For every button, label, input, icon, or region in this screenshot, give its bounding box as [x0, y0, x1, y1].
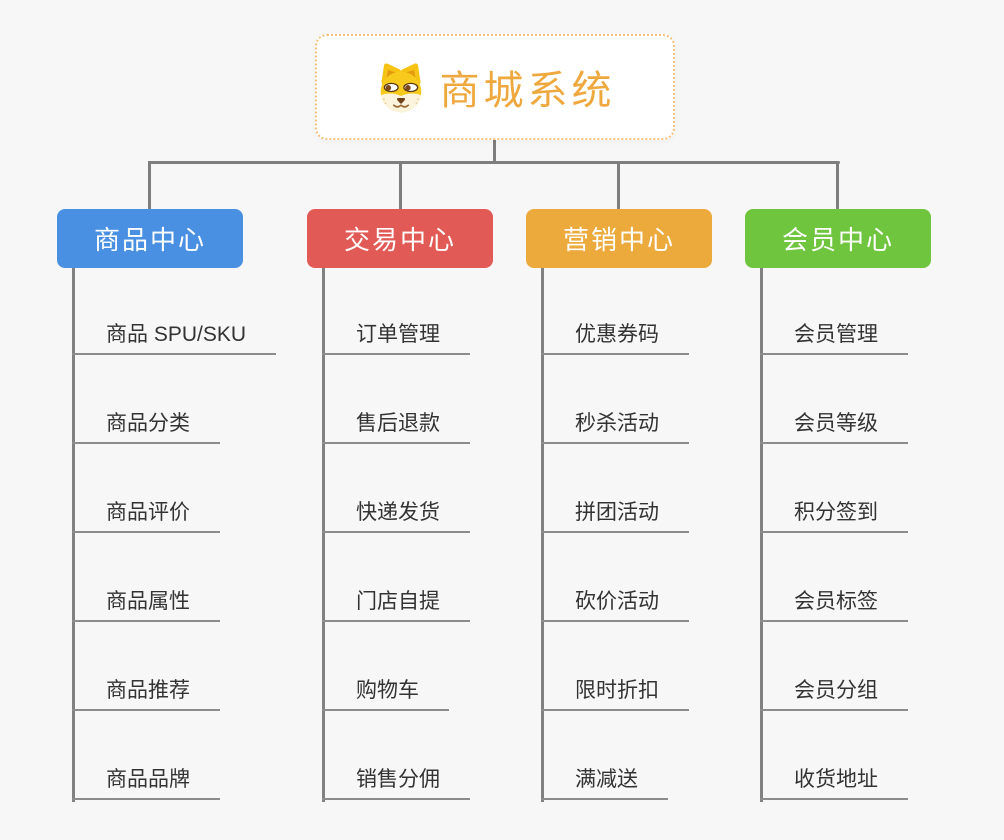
leaf-label: 商品属性 — [106, 589, 190, 613]
branch-marketing-center[interactable]: 营销中心 — [526, 209, 712, 268]
branch-member-center[interactable]: 会员中心 — [745, 209, 931, 268]
leaf-label: 订单管理 — [356, 322, 440, 346]
dog-face-icon — [375, 61, 427, 113]
leaf-label: 售后退款 — [356, 411, 440, 435]
connector-drop-product — [148, 161, 151, 210]
connector-drop-trade — [399, 161, 402, 210]
connector-drop-member — [836, 161, 839, 210]
leaf-node[interactable]: 销售分佣 — [322, 760, 470, 800]
leaf-label: 销售分佣 — [356, 767, 440, 791]
branch-trade-center[interactable]: 交易中心 — [307, 209, 493, 268]
leaf-node[interactable]: 购物车 — [322, 671, 449, 711]
branch-children-line — [322, 268, 325, 802]
leaf-label: 会员标签 — [794, 589, 878, 613]
leaf-node[interactable]: 会员管理 — [760, 315, 908, 355]
leaf-node[interactable]: 优惠券码 — [541, 315, 689, 355]
leaf-label: 会员管理 — [794, 322, 878, 346]
leaf-label: 购物车 — [356, 678, 419, 702]
leaf-node[interactable]: 商品分类 — [72, 404, 220, 444]
leaf-label: 满减送 — [575, 767, 638, 791]
leaf-node[interactable]: 秒杀活动 — [541, 404, 689, 444]
leaf-node[interactable]: 满减送 — [541, 760, 668, 800]
leaf-label: 秒杀活动 — [575, 411, 659, 435]
leaf-label: 快递发货 — [356, 500, 440, 524]
leaf-node[interactable]: 会员标签 — [760, 582, 908, 622]
leaf-node[interactable]: 商品品牌 — [72, 760, 220, 800]
leaf-node[interactable]: 砍价活动 — [541, 582, 689, 622]
root-title: 商城系统 — [439, 69, 616, 113]
leaf-node[interactable]: 商品评价 — [72, 493, 220, 533]
branch-product-center[interactable]: 商品中心 — [57, 209, 243, 268]
branch-children-line — [760, 268, 763, 802]
leaf-label: 门店自提 — [356, 589, 440, 613]
branch-label: 营销中心 — [562, 225, 675, 255]
leaf-node[interactable]: 商品推荐 — [72, 671, 220, 711]
leaf-label: 商品 SPU/SKU — [106, 322, 247, 346]
connector-horizontal — [148, 161, 840, 164]
branch-label: 会员中心 — [781, 225, 894, 255]
leaf-node[interactable]: 商品 SPU/SKU — [72, 315, 277, 355]
leaf-node[interactable]: 订单管理 — [322, 315, 470, 355]
leaf-node[interactable]: 限时折扣 — [541, 671, 689, 711]
leaf-label: 会员等级 — [794, 411, 878, 435]
connector-drop-marketing — [617, 161, 620, 210]
root-node[interactable]: 商城系统 — [315, 34, 675, 140]
leaf-node[interactable]: 拼团活动 — [541, 493, 689, 533]
leaf-node[interactable]: 快递发货 — [322, 493, 470, 533]
leaf-node[interactable]: 商品属性 — [72, 582, 220, 622]
leaf-label: 收货地址 — [794, 767, 878, 791]
leaf-label: 商品品牌 — [106, 767, 190, 791]
leaf-label: 限时折扣 — [575, 678, 659, 702]
leaf-node[interactable]: 积分签到 — [760, 493, 908, 533]
leaf-label: 积分签到 — [794, 500, 878, 524]
leaf-node[interactable]: 会员分组 — [760, 671, 908, 711]
branch-label: 商品中心 — [93, 225, 206, 255]
leaf-label: 商品推荐 — [106, 678, 190, 702]
leaf-label: 拼团活动 — [575, 500, 659, 524]
leaf-label: 优惠券码 — [575, 322, 659, 346]
leaf-node[interactable]: 门店自提 — [322, 582, 470, 622]
leaf-label: 会员分组 — [794, 678, 878, 702]
leaf-node[interactable]: 售后退款 — [322, 404, 470, 444]
connector-root-stub — [493, 140, 496, 163]
leaf-node[interactable]: 会员等级 — [760, 404, 908, 444]
leaf-label: 商品分类 — [106, 411, 190, 435]
leaf-label: 砍价活动 — [575, 589, 659, 613]
branch-label: 交易中心 — [343, 225, 456, 255]
leaf-label: 商品评价 — [106, 500, 190, 524]
branch-children-line — [541, 268, 544, 802]
leaf-node[interactable]: 收货地址 — [760, 760, 908, 800]
branch-children-line — [72, 268, 75, 802]
